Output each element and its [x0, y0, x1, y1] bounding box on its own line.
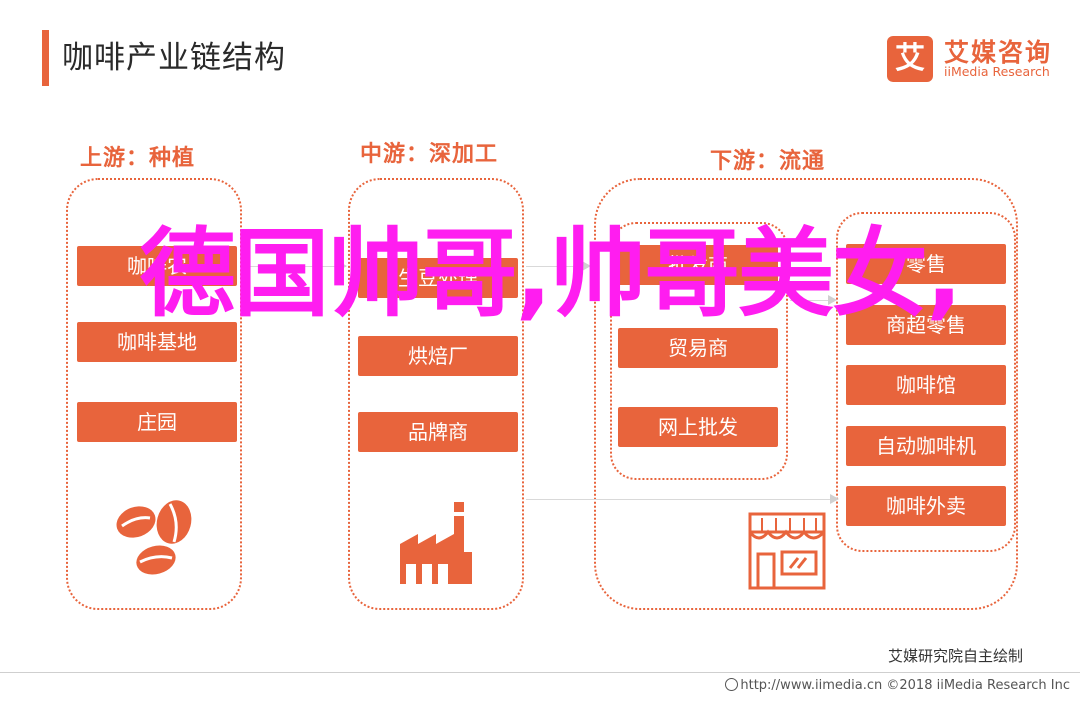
item-roastery: 烘焙厂: [358, 336, 518, 376]
factory-icon: [400, 502, 472, 584]
item-coffee-shop: 咖啡馆: [846, 365, 1006, 405]
item-green-bean-processing: 生豆处理: [358, 258, 518, 298]
midstream-label: 中游：深加工: [360, 142, 499, 167]
item-wholesaler: 批发商: [618, 245, 778, 285]
item-trader: 贸易商: [618, 328, 778, 368]
arrow-midstream-wholesale: [526, 266, 588, 267]
item-coffee-farmer: 咖啡农: [77, 246, 237, 286]
brand-name-cn: 艾媒咨询: [944, 38, 1053, 67]
title-accent-bar: [42, 30, 49, 86]
overlay-watermark-text: 德国帅哥,帅哥美女,: [139, 218, 963, 330]
footer-copyright: http://www.iimedia.cn ©2018 iiMedia Rese…: [740, 678, 1070, 693]
upstream-label: 上游：种植: [80, 146, 196, 171]
arrow-head-4: [830, 494, 839, 504]
page-title: 咖啡产业链结构: [62, 40, 286, 76]
arrow-head-1: [338, 261, 347, 271]
arrow-head-3: [828, 295, 837, 305]
upstream-box: [66, 178, 242, 610]
footer-divider: [0, 672, 1080, 673]
wholesale-box: [610, 222, 788, 480]
arrow-upstream-midstream: [244, 266, 346, 267]
item-coffee-base: 咖啡基地: [77, 322, 237, 362]
coffee-beans-icon: [116, 500, 192, 575]
item-coffee-delivery: 咖啡外卖: [846, 486, 1006, 526]
item-retail: 零售: [846, 244, 1006, 284]
storefront-icon: [748, 512, 826, 590]
item-estate: 庄园: [77, 402, 237, 442]
arrow-head-2: [582, 261, 591, 271]
credit-text: 艾媒研究院自主绘制: [888, 647, 1024, 665]
item-online-wholesale: 网上批发: [618, 407, 778, 447]
item-vending-machine: 自动咖啡机: [846, 426, 1006, 466]
brand-logo-icon: 艾: [887, 36, 933, 82]
retail-box: [836, 212, 1016, 552]
item-brand-owner: 品牌商: [358, 412, 518, 452]
footer-text: http://www.iimedia.cn ©2018 iiMedia Rese…: [725, 678, 1070, 693]
arrow-midstream-retail: [526, 499, 832, 500]
midstream-box: [348, 178, 524, 610]
downstream-box: [594, 178, 1018, 610]
globe-icon: [725, 678, 739, 691]
item-supermarket-retail: 商超零售: [846, 305, 1006, 345]
downstream-label: 下游：流通: [710, 149, 826, 174]
brand-name-en: iiMedia Research: [944, 64, 1050, 79]
arrow-wholesale-retail: [790, 300, 832, 301]
